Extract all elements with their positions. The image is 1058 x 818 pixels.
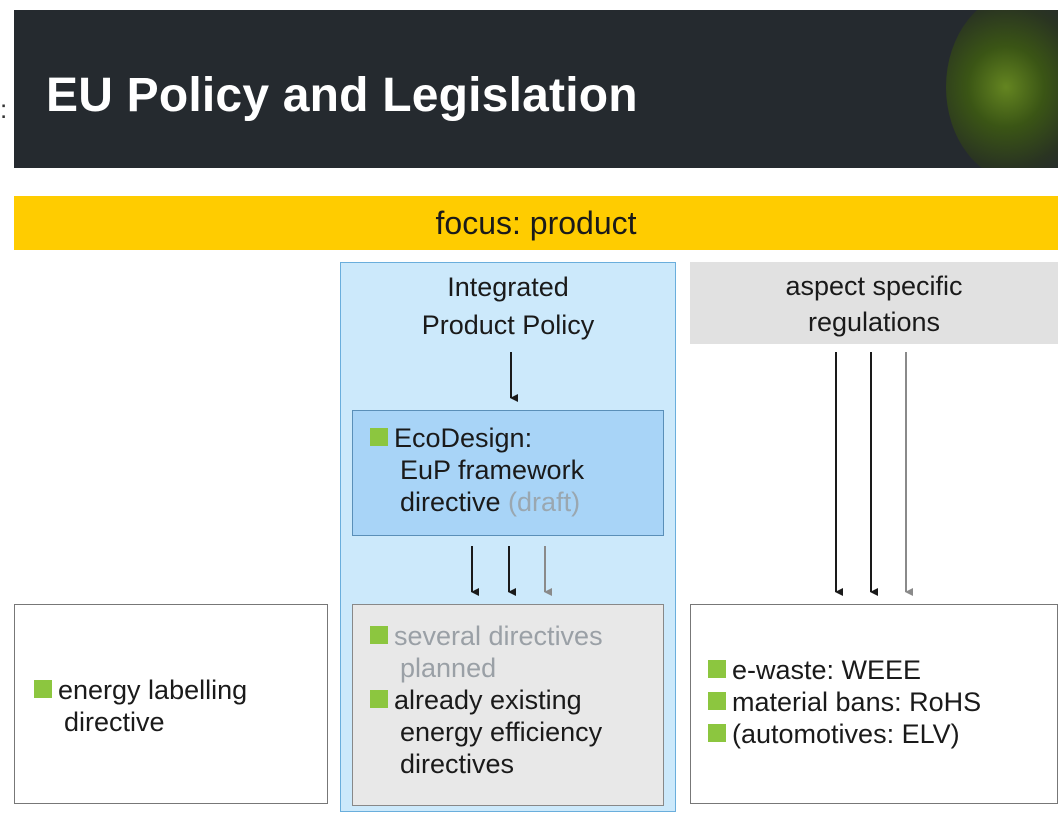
aspect-specific-header: aspect specific regulations [690,262,1058,344]
header-decoration-image [946,10,1058,168]
ecodesign-line1: EcoDesign: [394,423,533,453]
ecodesign-box [352,410,664,536]
bullet-square-icon [708,692,726,710]
aspect-item3: (automotives: ELV) [732,719,960,749]
planned-item2-line1: already existing [394,685,582,715]
planned-directives-box [352,604,664,806]
planned-item2-line3: directives [400,749,515,779]
ipp-title-line1: Integrated [447,272,569,302]
bullet-square-icon [34,680,52,698]
planned-item2-line2: energy efficiency [400,717,603,747]
bullet-square-icon [370,626,388,644]
planned-item1-line2: planned [400,653,497,683]
ecodesign-line3: directive [400,487,501,517]
ecodesign-line2: EuP framework [400,455,585,485]
ecodesign-draft-note: (draft) [500,487,581,517]
aspect-item2: material bans: RoHS [732,687,982,717]
header-banner: EU Policy and Legislation [14,10,1058,168]
ipp-title: Integrated Product Policy [340,268,676,344]
energy-line2: directive [64,707,165,737]
energy-labelling-box [14,604,328,804]
aspect-regulations-text: e-waste: WEEE material bans: RoHS (autom… [708,654,1058,750]
aspect-item1: e-waste: WEEE [732,655,922,685]
edge-mark: : [0,94,8,124]
page-title: EU Policy and Legislation [46,69,638,122]
aspect-header-line2: regulations [807,307,941,337]
focus-bar: focus: product [14,196,1058,250]
aspect-regulations-box [690,604,1058,804]
energy-labelling-text: energy labelling directive [34,674,324,738]
ipp-title-line2: Product Policy [421,310,595,340]
planned-directives-text: several directives planned already exist… [370,620,660,780]
ecodesign-text: EcoDesign: EuP framework directive (draf… [370,422,660,518]
bullet-square-icon [370,690,388,708]
bullet-square-icon [370,428,388,446]
bullet-square-icon [708,660,726,678]
energy-line1: energy labelling [58,675,248,705]
planned-item1-line1: several directives [394,621,603,651]
aspect-header-line1: aspect specific [785,271,963,301]
bullet-square-icon [708,724,726,742]
